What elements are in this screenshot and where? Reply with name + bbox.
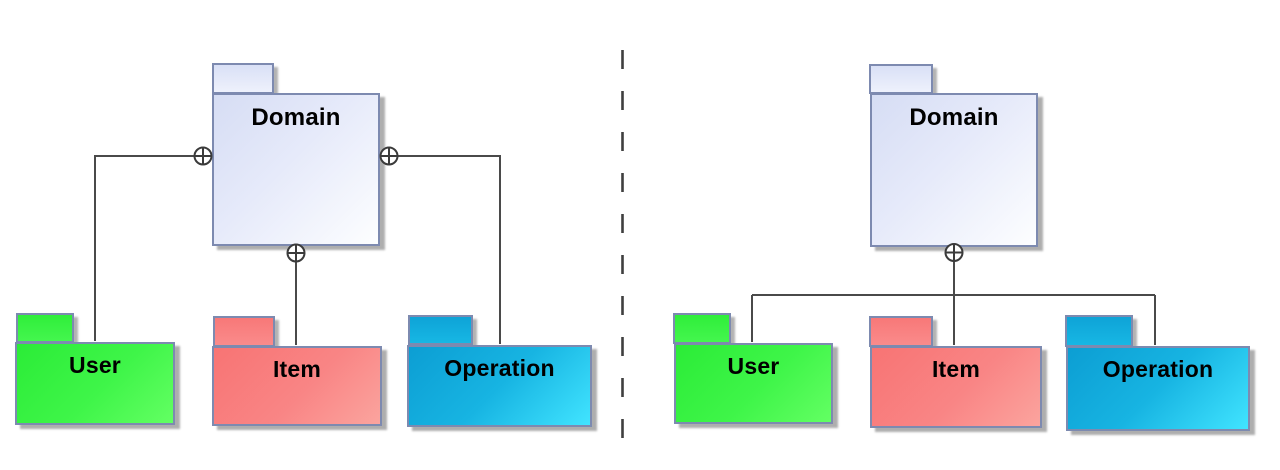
- package-domain-right: Domain: [870, 93, 1038, 247]
- containment-connector-domain-user-left: [94, 155, 195, 341]
- package-tab-user-left: [16, 313, 74, 343]
- package-label-operation-left: Operation: [444, 355, 555, 381]
- package-domain-left: Domain: [212, 93, 380, 246]
- package-label-domain-right: Domain: [909, 104, 999, 131]
- circled-plus-icon-bottom-edge-left-panel: [286, 243, 306, 263]
- package-label-domain-left: Domain: [251, 104, 341, 131]
- package-tab-item-right: [869, 316, 933, 347]
- package-label-operation-right: Operation: [1102, 356, 1214, 382]
- package-tab-item-left: [213, 316, 275, 347]
- package-user-right: User: [674, 343, 833, 424]
- package-item-left: Item: [212, 346, 382, 426]
- package-tab-operation-left: [408, 315, 473, 345]
- package-label-user-left: User: [69, 352, 121, 378]
- package-tab-domain-left: [212, 63, 274, 94]
- package-operation-left: Operation: [407, 345, 592, 427]
- package-tab-domain-right: [869, 64, 933, 94]
- package-user-left: User: [15, 342, 175, 425]
- package-item-right: Item: [870, 346, 1042, 428]
- circled-plus-icon-right-edge: [379, 146, 399, 166]
- package-operation-right: Operation: [1066, 346, 1250, 431]
- package-label-item-left: Item: [272, 356, 322, 382]
- circled-plus-icon-left-edge: [193, 146, 213, 166]
- package-label-item-right: Item: [931, 356, 981, 382]
- package-tab-operation-right: [1065, 315, 1133, 347]
- package-label-user-right: User: [727, 353, 780, 379]
- package-tab-user-right: [673, 313, 731, 344]
